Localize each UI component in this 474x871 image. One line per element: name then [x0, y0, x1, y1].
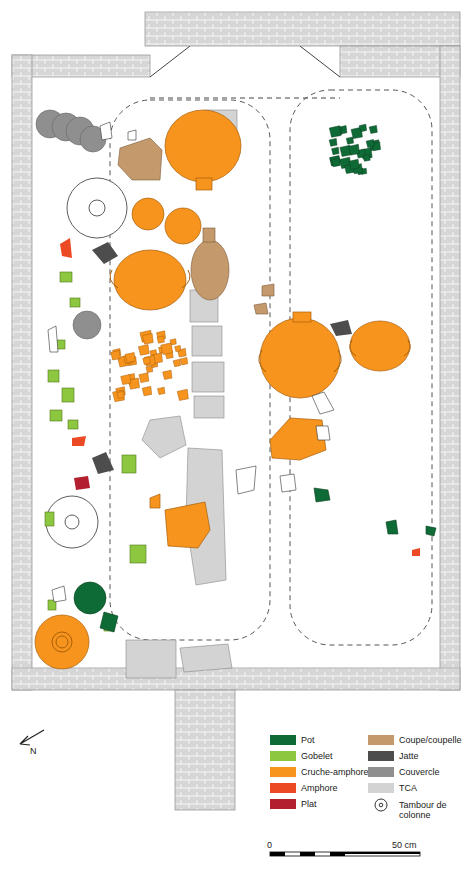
fragment: [142, 333, 153, 344]
fragment: [173, 359, 180, 366]
fragment: [366, 140, 374, 148]
legend-label: TCA: [399, 783, 417, 793]
fragment: [363, 154, 370, 161]
fragment: [125, 352, 135, 362]
column-drum: [46, 178, 127, 548]
fragment-cluster: [111, 124, 381, 401]
scale-bar: [270, 852, 420, 856]
fragment: [332, 158, 341, 167]
legend-label: Pot: [301, 735, 315, 745]
fragment: [332, 147, 339, 154]
fragment: [157, 336, 164, 343]
fragment: [138, 345, 149, 356]
fragment: [180, 357, 187, 364]
legend-swatch: [368, 751, 394, 761]
legend-swatch: [270, 767, 296, 777]
legend-swatch: [270, 783, 296, 793]
fragment: [175, 345, 181, 351]
jatte: [92, 242, 352, 474]
vessel-handle: [52, 270, 410, 652]
tca: [126, 110, 237, 678]
legend-swatch: [368, 735, 394, 745]
sherd: [48, 122, 334, 602]
fragment: [146, 366, 153, 373]
legend-label: Coupe/coupelle: [399, 735, 462, 745]
legend-label: Plat: [301, 799, 317, 809]
legend-swatch: [368, 783, 394, 793]
north-label: N: [30, 746, 37, 756]
legend-label: Amphore: [301, 783, 338, 793]
fragment: [143, 357, 151, 365]
north-arrow: [20, 730, 44, 745]
fragment: [329, 139, 337, 147]
legend-swatch: [270, 735, 296, 745]
legend-label: Couvercle: [399, 767, 440, 777]
fragment: [113, 390, 125, 402]
fragment: [349, 159, 359, 169]
fragment: [117, 391, 124, 398]
scale-number: 50 cm: [392, 840, 417, 850]
wall: [12, 12, 460, 810]
threshold-line: [150, 46, 340, 77]
dashed-area: [110, 100, 270, 640]
fragment: [177, 389, 188, 400]
fragment: [121, 374, 131, 384]
legend-swatch: [270, 799, 296, 809]
dashed-line: [150, 98, 340, 99]
plat: [74, 476, 90, 490]
legend-label: Gobelet: [301, 751, 333, 761]
fragment: [330, 156, 340, 166]
gobelet: [45, 272, 146, 631]
fragment: [161, 343, 173, 355]
fragment: [170, 339, 176, 345]
fragment: [346, 137, 353, 144]
amphore: [60, 238, 420, 556]
legend-swatch: [270, 751, 296, 761]
fragment: [163, 370, 172, 379]
fragment: [349, 144, 360, 155]
fragment: [369, 125, 377, 133]
legend-symbol: [368, 798, 394, 812]
pot: [74, 488, 436, 632]
legend-label: Cruche-amphore: [301, 767, 369, 777]
fragment: [359, 124, 366, 131]
legend-label: Tambour de colonne: [399, 800, 459, 820]
fragment: [158, 387, 165, 394]
cruche-amphore: [35, 110, 410, 669]
legend-swatch: [368, 767, 394, 777]
legend-label: Jatte: [399, 751, 419, 761]
scale-number: 0: [267, 840, 272, 850]
fragment: [139, 373, 149, 383]
fragment: [329, 126, 340, 137]
fragment: [111, 350, 121, 360]
fragment: [142, 386, 152, 396]
